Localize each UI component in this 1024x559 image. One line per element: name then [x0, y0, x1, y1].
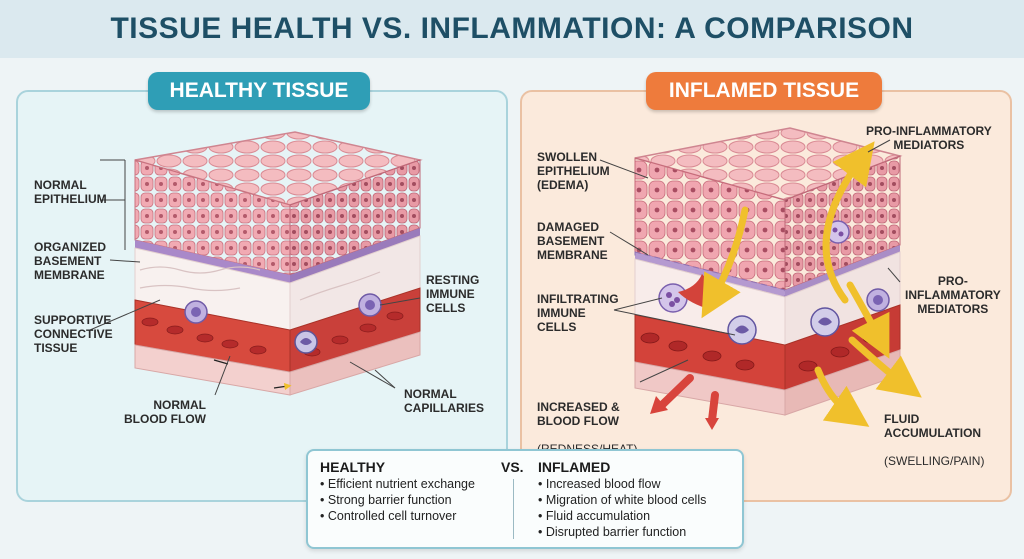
summary-divider	[513, 479, 514, 539]
title-bar	[0, 0, 1024, 58]
summary-inflamed-item: • Increased blood flow	[538, 477, 661, 491]
summary-healthy-item: • Efficient nutrient exchange	[320, 477, 475, 491]
healthy-tissue-block	[89, 131, 423, 396]
inflamed-tissue-heading: INFLAMED TISSUE	[646, 72, 882, 110]
summary-inflamed-item: • Fluid accumulation	[538, 509, 651, 523]
summary-healthy-title: HEALTHY	[320, 459, 386, 475]
comparison-summary-box: HEALTHY VS. INFLAMED • Efficient nutrien…	[306, 449, 744, 549]
label-normal-blood-flow: NORMAL BLOOD FLOW	[124, 398, 206, 426]
label-normal-epithelium: NORMAL EPITHELIUM	[34, 178, 107, 206]
summary-inflamed-title: INFLAMED	[538, 459, 611, 475]
label-organized-basement-membrane: ORGANIZED BASEMENT MEMBRANE	[34, 240, 106, 282]
label-infiltrating-immune-cells: INFILTRATING IMMUNE CELLS	[537, 292, 619, 334]
label-fluid-accumulation-sub: (SWELLING/PAIN)	[884, 454, 985, 468]
summary-healthy-item: • Controlled cell turnover	[320, 509, 457, 523]
page-title: TISSUE HEALTH VS. INFLAMMATION: A COMPAR…	[110, 12, 914, 45]
label-pro-inflammatory-mediators-side: PRO- INFLAMMATORY MEDIATORS	[905, 274, 1001, 316]
healthy-tissue-heading: HEALTHY TISSUE	[148, 72, 370, 110]
label-increased-blood-flow: INCREASED & BLOOD FLOW (REDNESS/HEAT)	[537, 386, 637, 456]
summary-inflamed-item: • Migration of white blood cells	[538, 493, 707, 507]
summary-inflamed-item: • Disrupted barrier function	[538, 525, 687, 539]
label-normal-capillaries: NORMAL CAPILLARIES	[404, 387, 485, 415]
label-fluid-accumulation-title: FLUID ACCUMULATION	[884, 412, 982, 440]
inflamed-tissue-block	[599, 127, 922, 430]
label-swollen-epithelium: SWOLLEN EPITHELIUM (EDEMA)	[537, 150, 610, 192]
label-increased-blood-flow-title: INCREASED & BLOOD FLOW	[537, 400, 620, 428]
label-supportive-connective-tissue: SUPPORTIVE CONNECTIVE TISSUE	[34, 313, 113, 355]
summary-vs: VS.	[501, 459, 524, 475]
label-pro-inflammatory-mediators-top: PRO-INFLAMMATORY MEDIATORS	[866, 124, 992, 152]
summary-healthy-item: • Strong barrier function	[320, 493, 452, 507]
label-fluid-accumulation: FLUID ACCUMULATION (SWELLING/PAIN)	[884, 398, 984, 468]
label-resting-immune-cells: RESTING IMMUNE CELLS	[426, 273, 480, 315]
label-damaged-basement-membrane: DAMAGED BASEMENT MEMBRANE	[537, 220, 608, 262]
